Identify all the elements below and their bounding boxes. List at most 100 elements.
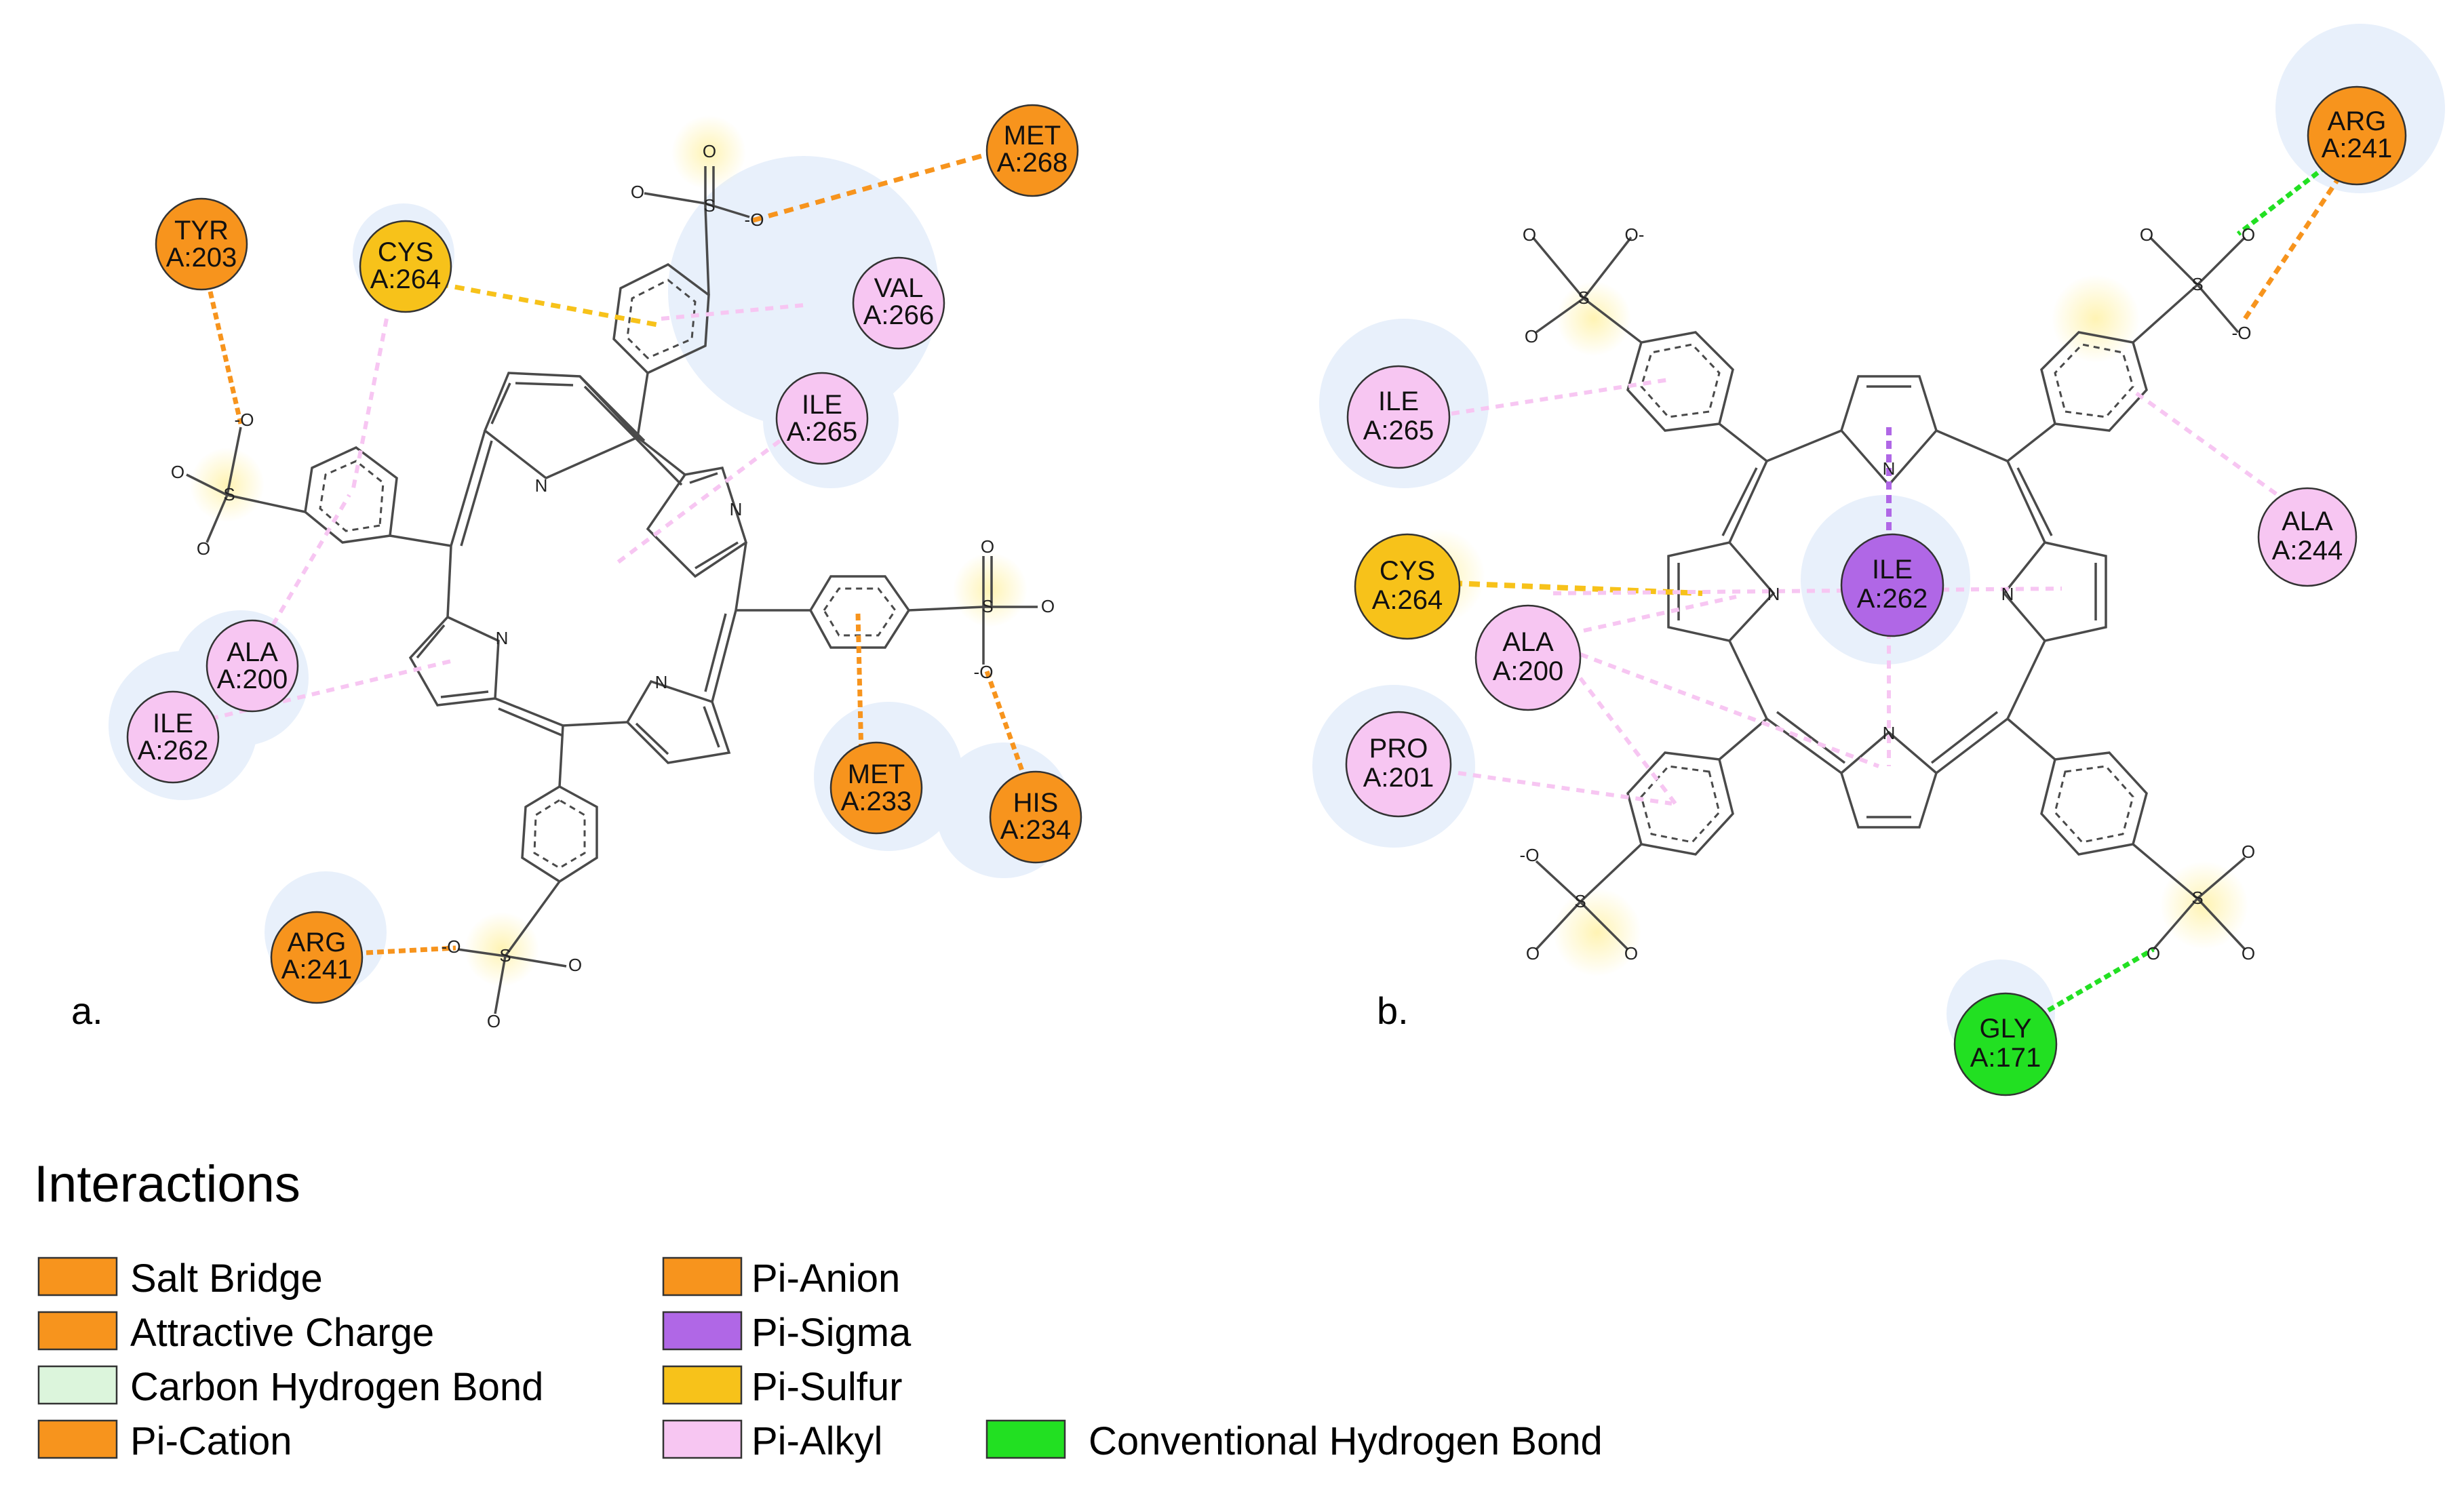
legend-item-pi-anion: Pi-Anion [662,1256,900,1301]
residue-name: TYR [174,216,229,245]
atom-label: S [2191,888,2203,908]
residue-arg-241[interactable]: ARG A:241 [2307,85,2407,186]
atom-label: S [499,945,511,966]
residue-val-266[interactable]: VAL A:266 [852,256,945,350]
legend-label: Pi-Alkyl [751,1419,882,1463]
legend-item-pi-sulfur: Pi-Sulfur [662,1365,902,1409]
residue-number: A:241 [281,955,353,985]
panel-b-interactions [1451,164,2342,1013]
residue-met-268[interactable]: MET A:268 [985,104,1079,197]
atom-label: -O [442,936,461,957]
residue-number: A:234 [1000,815,1072,845]
residue-ala-200[interactable]: ALA A:200 [206,619,299,713]
atom-label: O [1526,943,1540,964]
residue-number: A:203 [166,243,237,273]
atom-label: N [1883,458,1896,479]
legend-swatch [37,1311,118,1351]
atom-label: O [2242,224,2255,245]
residue-name: ALA [1502,627,1554,657]
residue-ile-265[interactable]: ILE A:265 [1346,365,1451,469]
legend-item-pi-sigma: Pi-Sigma [662,1311,912,1355]
panel-a-residues: TYR A:203 CYS A:264 MET A:268 VAL A:266 … [126,104,1082,1004]
atom-label: S [223,484,235,504]
atom-label: S [1578,288,1589,308]
legend-swatch [37,1365,118,1405]
residue-arg-241[interactable]: ARG A:241 [270,911,364,1004]
residue-number: A:241 [2322,134,2393,163]
residue-number: A:200 [217,665,288,694]
residue-ile-262[interactable]: ILE A:262 [1840,533,1944,637]
legend-label: Carbon Hydrogen Bond [130,1365,543,1409]
residue-name: ILE [153,709,193,738]
atom-label: O [1523,224,1536,245]
residue-number: A:262 [138,736,209,766]
residue-number: A:201 [1363,763,1434,793]
panel-a: N N N N S O O -O S O O -O S O O -O S O O… [71,104,1082,1032]
residue-his-234[interactable]: HIS A:234 [989,770,1082,864]
atom-label: -O [745,210,764,230]
residue-number: A:244 [2272,536,2343,566]
residue-gly-171[interactable]: GLY A:171 [1953,992,2058,1096]
residue-number: A:233 [841,787,912,816]
legend-item-pi-cation: Pi-Cation [37,1419,292,1463]
atom-label: N [535,475,548,496]
residue-met-233[interactable]: MET A:233 [829,741,923,835]
legend-label: Salt Bridge [130,1256,323,1301]
residue-ile-262[interactable]: ILE A:262 [126,690,220,784]
residue-cys-264[interactable]: CYS A:264 [1354,533,1461,640]
atom-label: -O [1520,845,1540,865]
legend-label: Pi-Anion [751,1256,900,1301]
legend-label: Pi-Sulfur [751,1365,902,1409]
legend-swatch [37,1256,118,1296]
atom-label: -O [235,410,254,430]
panel-b-atoms: N N N N S O O O- S O O -O S -O O O S O O… [1520,224,2256,964]
panel-a-sulfonates [186,166,1038,1014]
residue-pro-201[interactable]: PRO A:201 [1345,711,1452,818]
atom-label: O- [1625,224,1645,245]
residue-ile-265[interactable]: ILE A:265 [775,372,869,465]
atom-label: O [2140,224,2153,245]
panel-a-porphyrin [389,372,810,787]
atom-label: N [496,628,509,648]
residue-name: PRO [1369,734,1428,764]
legend-swatch [662,1419,743,1459]
panel-label-b: b. [1377,989,1409,1032]
residue-name: ALA [2282,507,2333,536]
atom-label: O [568,955,582,975]
legend-label: Attractive Charge [130,1311,434,1355]
residue-cys-264[interactable]: CYS A:264 [359,220,452,313]
legend-item-pi-alkyl: Pi-Alkyl [662,1419,882,1463]
atom-label: N [1767,584,1780,604]
atom-label: O [703,141,716,161]
atom-label: -O [974,662,994,682]
residue-name: ILE [1872,555,1913,585]
atom-label: O [197,538,210,559]
panel-a-phenyls [304,262,911,884]
legend-swatch [985,1419,1066,1459]
residue-number: A:171 [1970,1043,2041,1073]
atom-label: N [2001,584,2014,604]
atom-label: O [2242,842,2255,862]
legend: Interactions Salt Bridge Attractive Char… [34,1155,1603,1463]
atom-label: -O [2232,323,2252,343]
legend-title: Interactions [34,1155,300,1213]
legend-label: Conventional Hydrogen Bond [1089,1419,1603,1463]
residue-name: GLY [1979,1014,2031,1044]
atom-label: O [1624,943,1638,964]
residue-tyr-203[interactable]: TYR A:203 [155,197,248,291]
residue-number: A:268 [997,148,1068,178]
panel-a-atoms: N N N N S O O -O S O O -O S O O -O S O O… [171,141,1055,1031]
residue-name: CYS [378,237,433,267]
legend-item-attractive-charge: Attractive Charge [37,1311,434,1355]
atom-label: O [171,462,184,482]
legend-swatch [662,1365,743,1405]
panel-label-a: a. [71,989,103,1032]
residue-number: A:265 [1363,416,1434,446]
legend-label: Pi-Cation [130,1419,292,1463]
residue-ala-200[interactable]: ALA A:200 [1474,604,1582,711]
atom-label: N [730,499,743,519]
atom-label: O [631,182,644,202]
residue-number: A:265 [787,417,858,447]
residue-ala-244[interactable]: ALA A:244 [2257,487,2358,587]
atom-label: S [981,596,993,616]
